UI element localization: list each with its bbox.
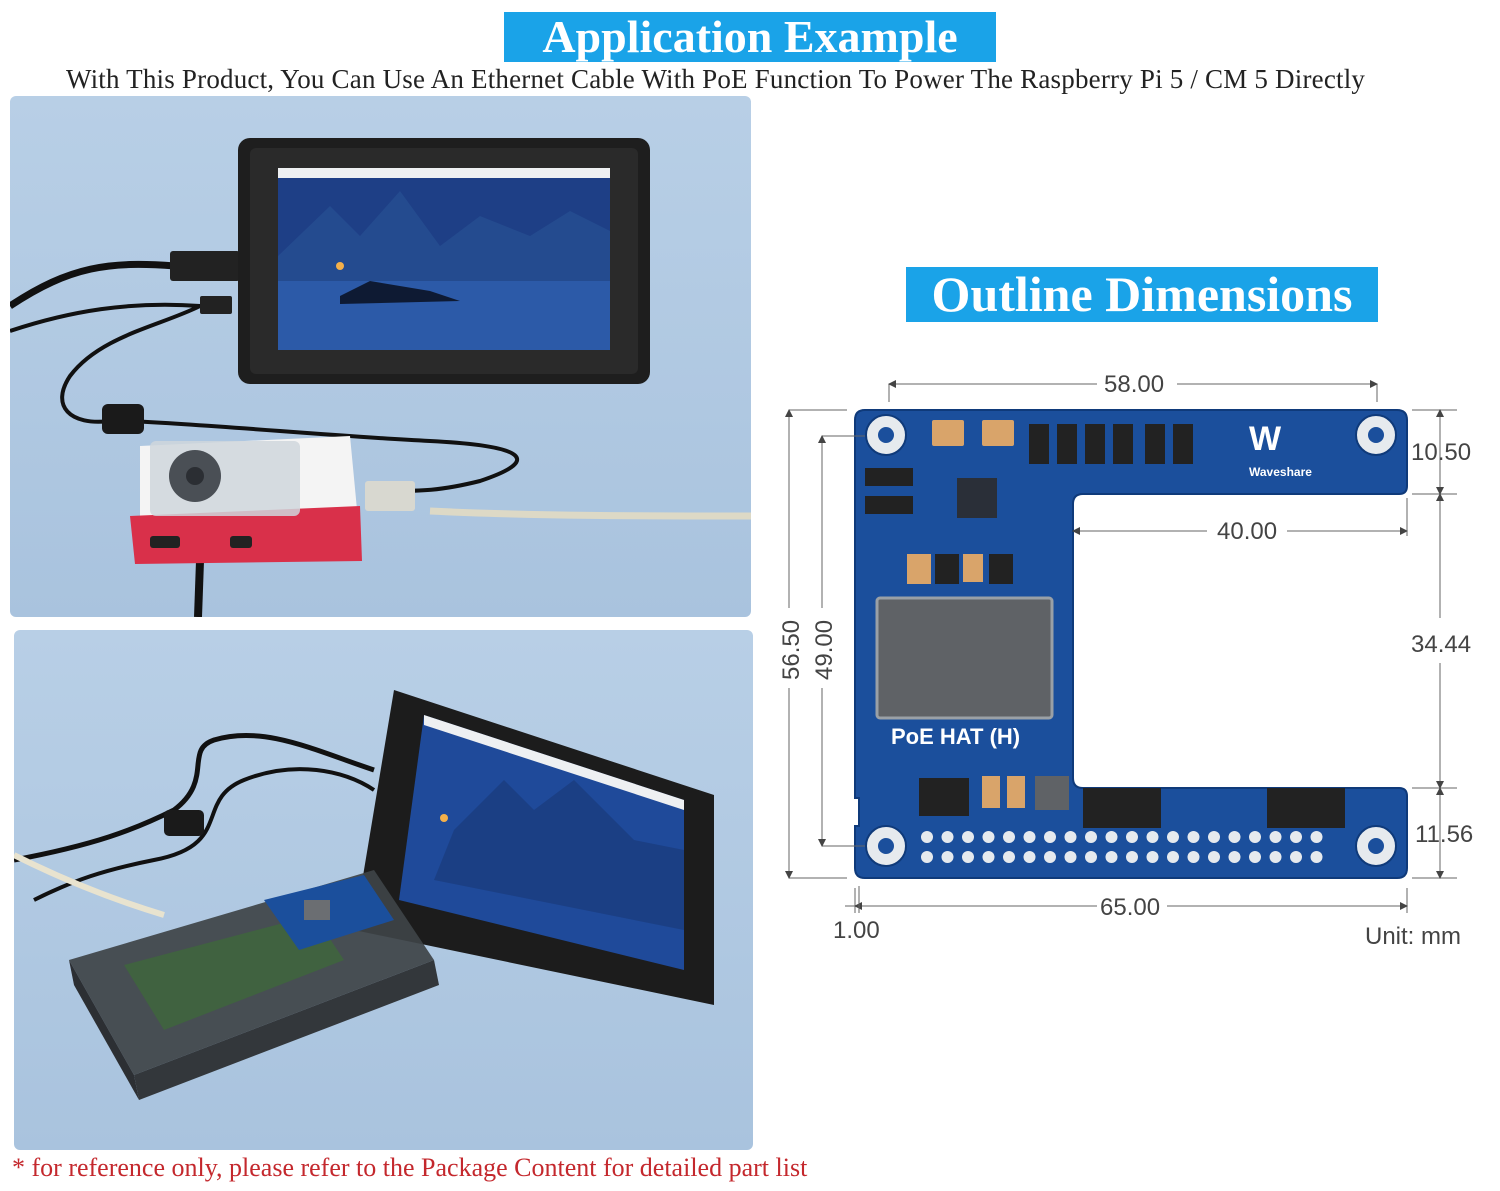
dim-height-outer: 56.50 bbox=[778, 620, 805, 680]
footnote: * for reference only, please refer to th… bbox=[12, 1153, 808, 1182]
gpio-pin bbox=[1228, 851, 1241, 863]
gpio-pin bbox=[1044, 831, 1056, 843]
gpio-pin bbox=[1126, 831, 1138, 843]
gpio-pin bbox=[1003, 851, 1015, 863]
dim-height-inner: 49.00 bbox=[811, 620, 838, 680]
gpio-pin bbox=[1044, 851, 1056, 863]
board-label: PoE HAT (H) bbox=[891, 724, 1020, 749]
gpio-pin bbox=[1064, 851, 1077, 863]
gpio-pin bbox=[982, 851, 995, 863]
dim-bottom-band: 11.56 bbox=[1415, 821, 1473, 848]
gpio-pin bbox=[1105, 851, 1118, 863]
svg-text:W: W bbox=[1249, 420, 1282, 458]
outline-dimensions-title: Outline Dimensions bbox=[906, 267, 1378, 322]
gpio-pin bbox=[1290, 831, 1302, 843]
gpio-pin bbox=[1167, 851, 1179, 863]
gpio-pin bbox=[1003, 831, 1015, 843]
gpio-pin bbox=[1310, 851, 1323, 863]
dim-width-bottom: 65.00 bbox=[1100, 894, 1160, 921]
gpio-pin bbox=[1208, 831, 1220, 843]
dim-cutout-height: 34.44 bbox=[1411, 631, 1471, 658]
gpio-pin bbox=[941, 851, 954, 863]
dim-top-band: 10.50 bbox=[1411, 439, 1471, 466]
gpio-pin bbox=[1269, 831, 1282, 843]
gpio-pin bbox=[1269, 851, 1282, 863]
application-example-title: Application Example bbox=[504, 12, 996, 62]
gpio-pin bbox=[1146, 831, 1159, 843]
gpio-pin bbox=[1126, 851, 1138, 863]
unit-label: Unit: mm bbox=[1365, 923, 1461, 950]
outline-dimensions-diagram: PoE HAT (H) W Waveshare bbox=[767, 358, 1500, 965]
gpio-pin bbox=[1187, 831, 1200, 843]
gpio-pin bbox=[1167, 831, 1179, 843]
gpio-pin bbox=[1208, 851, 1220, 863]
svg-text:Waveshare: Waveshare bbox=[1249, 465, 1312, 479]
gpio-pin bbox=[1249, 831, 1261, 843]
dim-width-top: 58.00 bbox=[1104, 371, 1164, 398]
board-outline bbox=[854, 409, 1408, 879]
gpio-pin bbox=[1064, 831, 1077, 843]
gpio-pin bbox=[1085, 851, 1097, 863]
dim-offset: 1.00 bbox=[833, 917, 880, 944]
gpio-pin bbox=[921, 831, 933, 843]
gpio-pin bbox=[982, 831, 995, 843]
gpio-pin bbox=[921, 851, 933, 863]
gpio-pin bbox=[1310, 831, 1323, 843]
gpio-pin bbox=[1023, 831, 1036, 843]
gpio-pin bbox=[1187, 851, 1200, 863]
gpio-pin bbox=[1105, 831, 1118, 843]
application-photo-angled bbox=[14, 630, 753, 1150]
gpio-pin bbox=[1228, 831, 1241, 843]
dim-cutout-width: 40.00 bbox=[1217, 518, 1277, 545]
gpio-pin bbox=[1249, 851, 1261, 863]
gpio-pin bbox=[941, 831, 954, 843]
gpio-pin bbox=[962, 831, 974, 843]
subtitle: With This Product, You Can Use An Ethern… bbox=[66, 64, 1366, 94]
gpio-pin bbox=[1290, 851, 1302, 863]
application-photo-desktop bbox=[10, 96, 751, 617]
gpio-pin bbox=[1023, 851, 1036, 863]
gpio-pin bbox=[1146, 851, 1159, 863]
gpio-pin bbox=[1085, 831, 1097, 843]
gpio-pin bbox=[962, 851, 974, 863]
